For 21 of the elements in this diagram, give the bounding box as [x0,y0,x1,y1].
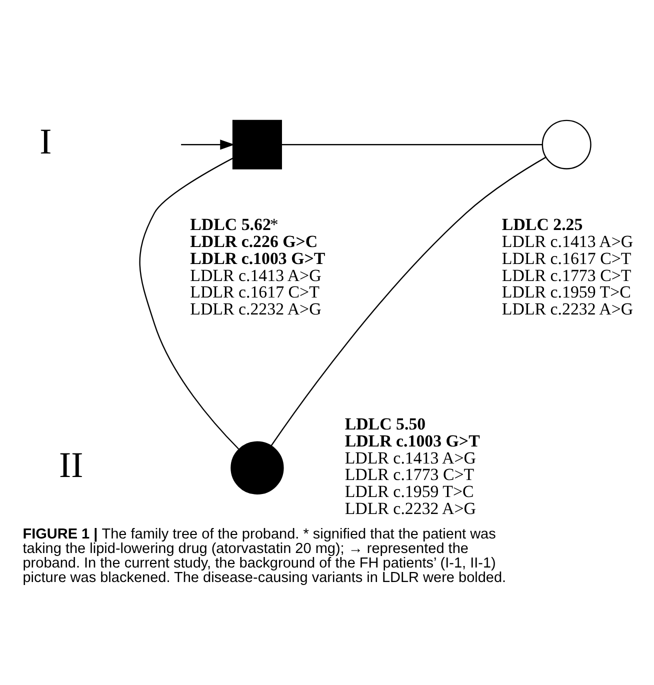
node-label: LDLR c.1959 T>C [502,282,631,302]
node-label: LDLR c.1003 G>T [190,248,326,268]
node-label: LDLR c.2232 A>G [344,498,476,518]
node-label: LDLR c.1413 A>G [502,231,634,250]
node-label: LDLR c.1773 C>T [502,265,632,284]
label: II [59,444,84,484]
node-label: LDLR c.1617 C>T [190,282,320,302]
node-label: LDLC 5.50 [344,414,426,433]
node-label: LDLC 2.25 [502,214,583,234]
node-label: LDLC 5.62* [190,214,278,234]
node-label: LDLR c.1003 G>T [344,430,480,450]
node-label: LDLR c.1959 T>C [344,482,474,501]
node-label: LDLR c.1413 A>G [190,265,322,284]
node-label: LDLR c.226 G>C [190,231,318,250]
caption: FIGURE 1 | The family tree of the proband. * signified that the patient was taking the lipid-lowering drug (atorvastatin 20 mg); → represented the proband. In the current study, the background of the FH patients’ (I-1, II-1) picture was blackened. The disease-causing variants in LDLR were bolded. [22,526,506,586]
node-label: LDLR c.2232 A>G [502,299,634,318]
node-label: LDLR c.1413 A>G [344,448,476,467]
node-label: LDLR c.1617 C>T [502,248,632,268]
label: I [40,121,52,162]
node-label: LDLR c.2232 A>G [190,299,322,318]
node-label: LDLR c.1773 C>T [344,464,474,484]
